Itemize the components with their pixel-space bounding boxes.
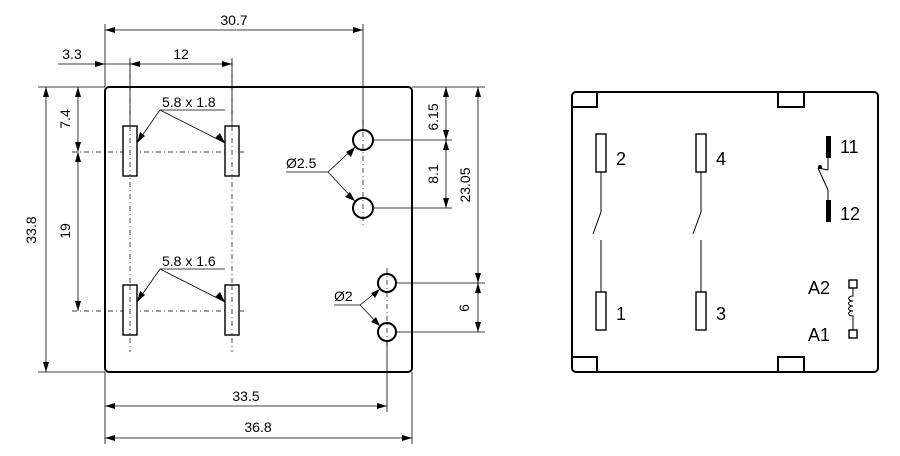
pin-12-label: 12 [840, 204, 860, 224]
arrowheads [371, 289, 380, 326]
corner-notch [572, 92, 598, 108]
contact-switch [592, 211, 602, 235]
pin-1-label: 1 [616, 304, 626, 324]
contact-switch [692, 211, 702, 235]
dim-left-offset: 3.3 [62, 46, 82, 62]
dim-hole-spacing-small: 6 [456, 304, 472, 312]
switch-pivot [818, 165, 822, 169]
contact-switch [817, 167, 829, 191]
pin-4-pad [695, 133, 707, 173]
pin-a2-label: A2 [808, 278, 830, 298]
dim-hole-top-offset: 6.15 [425, 103, 441, 130]
pin-1-pad [595, 291, 607, 331]
label-top-pad-size: 5.8 x 1.8 [162, 94, 216, 110]
pin-2-pad [595, 133, 607, 173]
dim-pin-spacing: 12 [173, 46, 189, 62]
pin-a1-label: A1 [808, 325, 830, 345]
pin-2-label: 2 [616, 149, 626, 169]
corner-notch [572, 356, 598, 372]
pin-3-pad [695, 291, 707, 331]
schematic-view: 2 4 1 3 11 12 A2 A1 [571, 91, 879, 373]
coil-icon [848, 288, 854, 330]
pin-11-pad [826, 136, 831, 158]
leader-line [159, 109, 226, 144]
pin-11-label: 11 [840, 137, 859, 157]
footprint-view: 30.7 3.3 12 5.8 x 1.8 5.8 x 1.6 33.8 7.4 [23, 12, 485, 444]
leader-line [159, 268, 226, 303]
pin-4-label: 4 [716, 149, 726, 169]
dim-inner-width: 33.5 [232, 388, 259, 404]
pin-a1-pad [848, 329, 858, 339]
arrowheads [137, 132, 225, 143]
corner-notch [777, 356, 805, 373]
dim-height: 33.8 [23, 216, 39, 243]
label-hole-large-diameter: Ø2.5 [286, 155, 317, 171]
corner-notch [777, 91, 805, 108]
dim-hole-span: 23.05 [457, 167, 473, 202]
label-bottom-pad-size: 5.8 x 1.6 [162, 253, 216, 269]
pin-3-label: 3 [716, 304, 726, 324]
dim-hole-spacing-large: 8.1 [425, 164, 441, 184]
dim-pad-row-spacing: 19 [57, 223, 73, 239]
arrowheads [475, 283, 481, 332]
arrowheads [137, 291, 225, 302]
pin-12-pad [826, 200, 831, 222]
footprint-outline [104, 86, 413, 373]
dim-total-width: 36.8 [244, 419, 271, 435]
pin-a2-pad [848, 279, 858, 289]
dim-top-pad-offset: 7.4 [57, 109, 73, 129]
relay-body-outline [571, 91, 879, 373]
dim-top-width: 30.7 [220, 12, 247, 28]
label-hole-small-diameter: Ø2 [334, 288, 353, 304]
